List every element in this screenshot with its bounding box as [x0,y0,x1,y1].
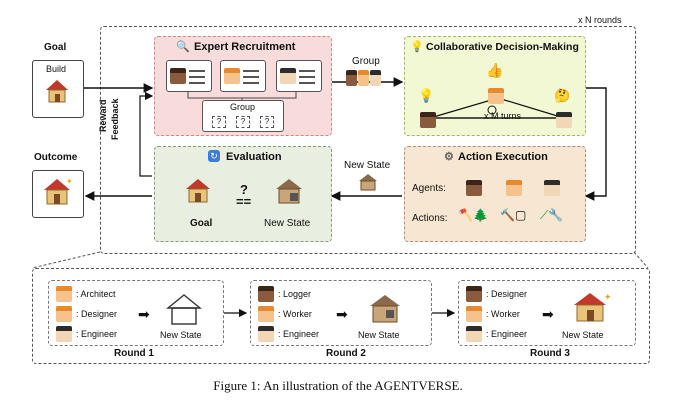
group-placeholder: ? [236,116,250,128]
outcome-title: Outcome [34,152,78,163]
round-box-3 [458,280,636,346]
question-symbol: ? [240,182,248,197]
expert-card [276,60,322,92]
action-execution-title: Action Execution [458,151,548,163]
new-state-icon [359,174,377,191]
goal-box-label: Build [46,64,67,74]
group-arrow-label: Group [352,56,380,67]
round-title: Round 2 [326,348,366,359]
magnifier-icon: 🔍 [176,41,190,53]
agents-label: Agents: [412,183,446,194]
round-box-1 [48,280,224,346]
bulb-icon: 💡 [410,41,424,53]
round-state-label: New State [358,330,400,340]
agent-avatar [258,286,274,302]
rounds-detail-frame [32,268,650,364]
final-house-icon: ✦ [574,292,612,322]
svg-text:✦: ✦ [66,177,72,186]
decision-network [429,97,565,119]
evaluation-goal-label: Goal [190,218,213,229]
expert-card [166,60,212,92]
expert-card [220,60,266,92]
round-state-label: New State [160,330,202,340]
group-placeholder: ? [212,116,226,128]
agent-avatar [258,326,274,342]
round-role: : Engineer [76,329,118,339]
rounds-label: x N rounds [578,15,622,25]
agent-avatar [420,112,436,128]
hammer-block-icon: 🔨▢ [500,208,527,222]
arrow-right-icon: ➡ [336,306,348,322]
round-role: : Designer [486,289,528,299]
agent-avatar [556,112,572,128]
round-role: : Designer [76,309,118,319]
outcome-box [32,170,84,218]
decision-making-title: Collaborative Decision-Making [426,41,579,53]
agent-avatar [488,88,504,104]
round-role: : Worker [486,309,520,319]
agent-avatar [466,306,482,322]
agent-avatar [544,180,560,196]
goal-title: Goal [44,42,67,53]
round-box-2 [250,280,432,346]
goal-house-icon [186,179,210,203]
thumbs-up-icon: 👍 [486,62,504,78]
round-state-label: New State [562,330,604,340]
agent-avatar [466,286,482,302]
outcome-house-icon: ✦ [44,177,72,205]
agent-avatar [370,70,381,86]
agent-avatar [56,326,72,342]
agent-avatar [346,70,357,86]
actions-label: Actions: [412,213,448,224]
new-state-icon [276,179,302,204]
recruitment-group-label: Group [230,102,256,112]
agent-avatar [506,180,522,196]
evaluation-panel [154,146,332,242]
agent-avatar [466,180,482,196]
goal-box [32,60,84,118]
axe-tree-icon: 🪓🌲 [458,208,488,222]
idea-bubble-icon: 💡 [418,88,435,103]
rounds-frame [100,26,636,254]
agent-avatar [56,286,72,302]
round-title: Round 1 [114,348,154,359]
goal-house-icon [46,80,68,103]
round-role: : Architect [76,289,116,299]
wrench-tool-icon: ⟋🔧 [540,208,564,222]
agent-avatar [258,306,274,322]
new-state-arrow-label: New State [344,160,391,171]
arrow-right-icon: ➡ [542,306,554,322]
evaluation-state-label: New State [264,218,311,229]
round-role: : Logger [278,289,312,299]
svg-text:✦: ✦ [604,292,612,302]
outline-house-icon [166,294,202,325]
refresh-icon: ↻ [208,150,220,162]
agent-avatar [56,306,72,322]
evaluation-title: Evaluation [226,151,282,163]
round-title: Round 3 [530,348,570,359]
round-role: : Worker [278,309,312,319]
group-placeholder: ? [260,116,274,128]
figure-caption: Figure 1: An illustration of the AGENTVE… [213,378,463,393]
arrow-right-icon: ➡ [138,306,150,322]
round-role: : Engineer [486,329,528,339]
agent-avatar [358,70,369,86]
turns-label: x M turns [484,111,522,121]
gear-icon: ⚙ [444,151,454,163]
thinking-bubble-icon: 🤔 [554,88,571,103]
new-state-icon [370,295,400,323]
agent-avatar [466,326,482,342]
expert-recruitment-title: Expert Recruitment [194,41,296,53]
compare-symbol: == [236,194,252,209]
round-role: : Engineer [278,329,320,339]
